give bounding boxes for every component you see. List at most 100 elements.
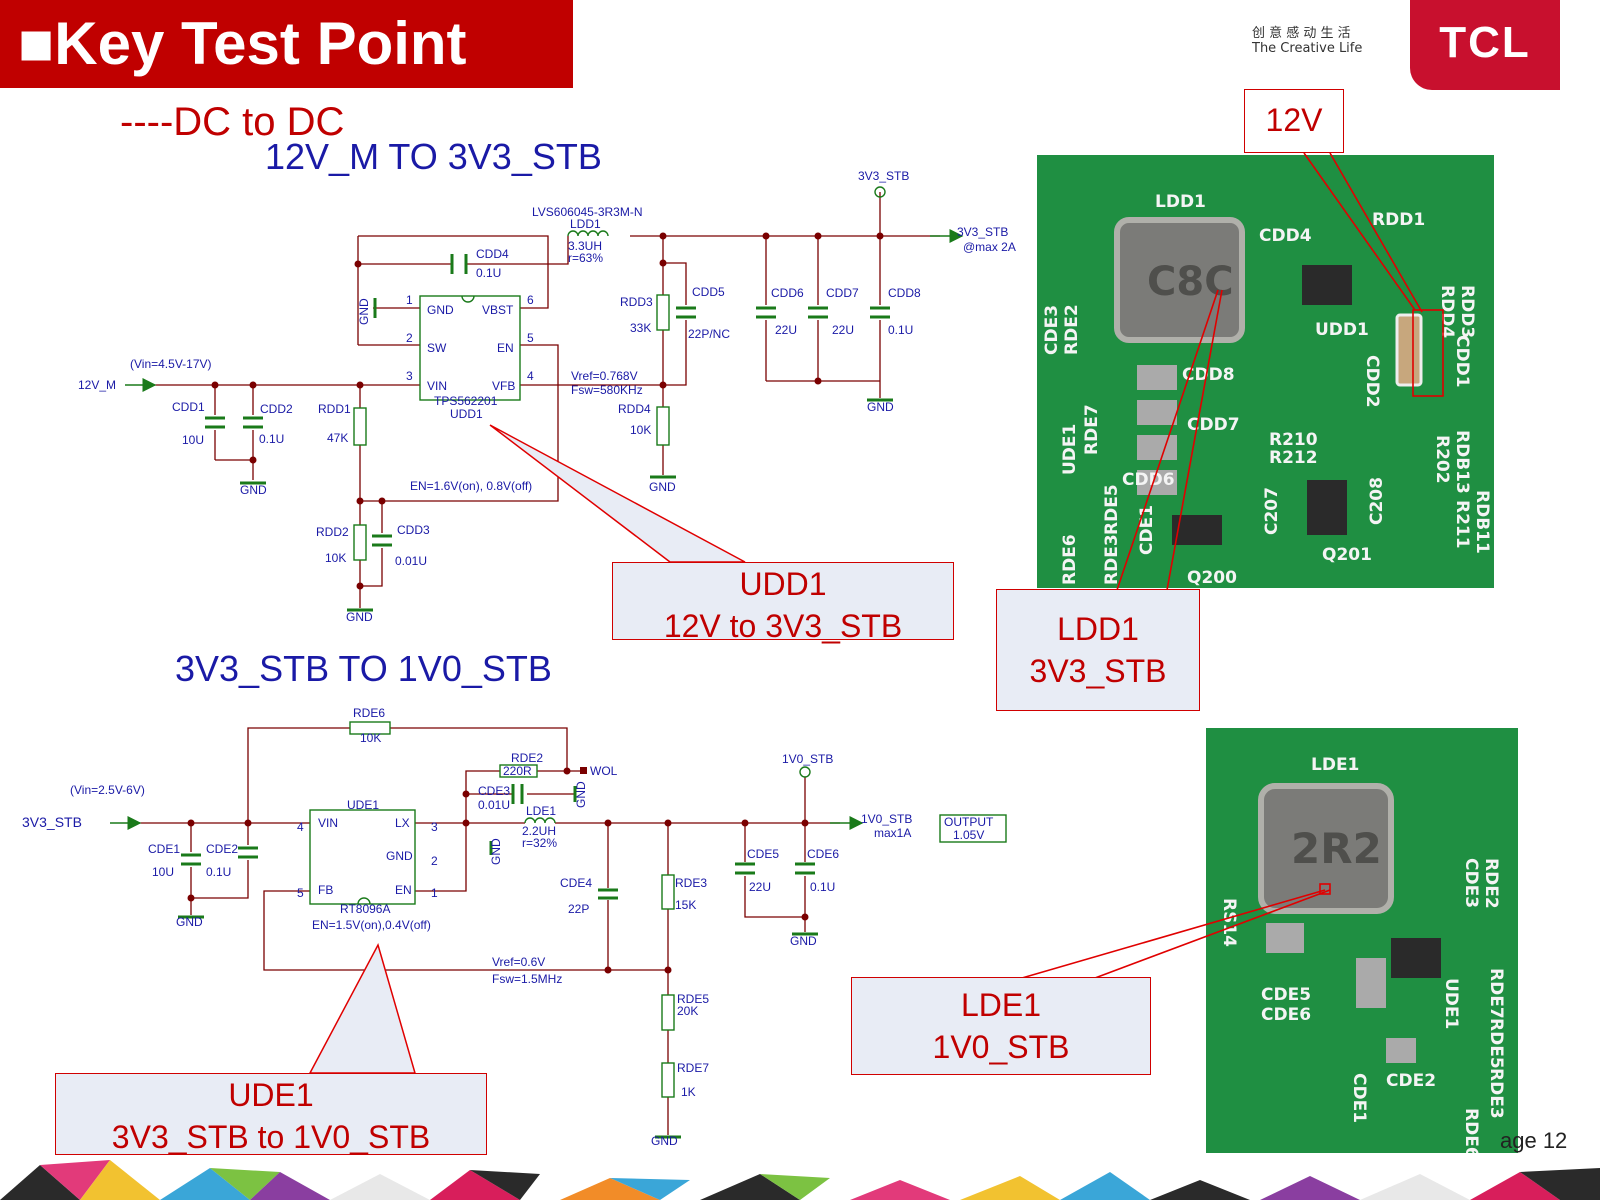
callout-ldd1-line2: 3V3_STB [1029, 653, 1167, 689]
callout-lde1-line1: LDE1 [960, 987, 1042, 1023]
section1-wires [155, 192, 940, 608]
pcb1-label-rde5: RDE5 [1102, 484, 1122, 535]
pcb1-label-q201: Q201 [1322, 545, 1372, 565]
pcb2-label-rde7: RDE7 [1486, 968, 1506, 1019]
pcb2-label-cde3: CDE3 [1461, 858, 1481, 908]
pin-lx2: LX [395, 816, 410, 830]
pcb1-label-cdd8: CDD8 [1182, 365, 1235, 385]
cde4-val: 22P [568, 902, 589, 916]
cdd8-ref: CDD8 [888, 286, 921, 300]
pcb-photo-2-art: 2R2 LDE1 RDE2 CDE3 RS14 CDE5 CDE6 CDE1 C… [1206, 728, 1518, 1153]
pcb1-label-ldd1: LDD1 [1155, 192, 1206, 212]
pin-vbst: VBST [482, 303, 514, 317]
pin4-num: 4 [527, 369, 534, 383]
callout-udd1: UDD1 12V to 3V3_STB [612, 562, 954, 644]
pcb1-label-cdd2: CDD2 [1362, 355, 1382, 408]
gnd1e: GND [357, 298, 371, 325]
rde7-val: 1K [681, 1085, 696, 1099]
pcb2-label-cde1: CDE1 [1349, 1073, 1369, 1123]
footer-pattern [0, 1160, 1600, 1200]
pin6-num: 6 [527, 293, 534, 307]
ic2-part: RT8096A [340, 902, 390, 916]
output-max2: max1A [874, 826, 911, 840]
footer-decoration [0, 1160, 1600, 1200]
ic2-ref: UDE1 [347, 798, 379, 812]
pin-gnd: GND [427, 303, 454, 317]
pin-vin2: VIN [318, 816, 338, 830]
fsw2: Fsw=1.5MHz [492, 972, 562, 986]
tagline-en: The Creative Life [1252, 41, 1363, 56]
gnd1d: GND [867, 400, 894, 414]
pcb1-label-cdd1: CDD1 [1452, 335, 1472, 388]
section2-junctions [187, 767, 809, 974]
pcb1-label-cdd6: CDD6 [1122, 470, 1175, 490]
pcb1-label-rde3: RDE3 [1102, 534, 1122, 585]
rde5-ref: RDE5 [677, 992, 709, 1006]
cde2-val: 0.1U [206, 865, 231, 879]
callout-ude1-line1: UDE1 [228, 1077, 314, 1113]
callout-lde1: LDE1 1V0_STB [851, 977, 1151, 1075]
cdd4-ref: CDD4 [476, 247, 509, 261]
gnd1a: GND [240, 483, 267, 497]
rdd2-ref: RDD2 [316, 525, 349, 539]
cde5-val: 22U [749, 880, 771, 894]
vref1: Vref=0.768V [571, 369, 638, 383]
rde6-val: 10K [360, 731, 381, 745]
pcb-photo-1: C8C LDD1 CDD4 RDD1 RDD3 RDD4 UDD1 CDD2 C… [1037, 155, 1494, 588]
pin-vfb: VFB [492, 379, 515, 393]
pcb1-label-q200: Q200 [1187, 568, 1237, 588]
pin3-num: 3 [406, 369, 413, 383]
tagline: 创 意 感 动 生 活 The Creative Life [1252, 26, 1382, 56]
testpoint1: 3V3_STB [858, 169, 909, 183]
callout-udd1-line2: 12V to 3V3_STB [663, 608, 903, 644]
section1-title: 12V_M TO 3V3_STB [265, 136, 602, 177]
pin-num-5: 5 [297, 886, 304, 900]
section1-junctions [211, 232, 884, 590]
rdd4-ref: RDD4 [618, 402, 651, 416]
title-bar: ■Key Test Point [0, 0, 573, 88]
logo-text: TCL [1439, 18, 1531, 67]
cdd3-val: 0.01U [395, 554, 427, 568]
inductor-val: 3.3UH [568, 239, 602, 253]
pcb1-label-rdb13: RDB13 [1452, 430, 1472, 494]
pcb1-label-udd1: UDD1 [1315, 320, 1369, 340]
rde2-val: 220R [503, 764, 532, 778]
cdd5-ref: CDD5 [692, 285, 725, 299]
gnd2e: GND [574, 781, 588, 808]
gnd1b: GND [346, 610, 373, 624]
ic1-ref: UDD1 [450, 407, 483, 421]
output-net: 3V3_STB [957, 225, 1008, 239]
rdd1-ref: RDD1 [318, 402, 351, 416]
cdd6-ref: CDD6 [771, 286, 804, 300]
pin-vin: VIN [427, 379, 447, 393]
callout-12v-text: 12V [1265, 102, 1323, 138]
section2-wires [140, 727, 840, 1135]
rdd3-ref: RDD3 [620, 295, 653, 309]
en-note2: EN=1.5V(on),0.4V(off) [312, 918, 431, 932]
pcb1-label-rdd3: RDD3 [1457, 285, 1477, 338]
pcb1-label-c208: C208 [1367, 477, 1387, 525]
callout-udd1-line1: UDD1 [739, 566, 827, 602]
cdd8-val: 0.1U [888, 323, 913, 337]
pcb2-label-rde5: RDE5 [1486, 1018, 1506, 1069]
pin2-num: 2 [406, 331, 413, 345]
gnd2c: GND [790, 934, 817, 948]
pcb2-label-cde5: CDE5 [1261, 985, 1311, 1005]
cdd3-ref: CDD3 [397, 523, 430, 537]
inductor-ref: LDD1 [570, 217, 601, 231]
callout-12v: 12V [1244, 89, 1344, 153]
inductor-part: LVS606045-3R3M-N [532, 205, 643, 219]
cdd2-ref: CDD2 [260, 402, 293, 416]
pcb2-label-lde1: LDE1 [1311, 755, 1359, 775]
cdd2-val: 0.1U [259, 432, 284, 446]
pin1-num: 1 [406, 293, 413, 307]
inductor2-ripple: r=32% [522, 836, 557, 850]
pcb1-label-rdb11: RDB11 [1472, 490, 1492, 554]
cdd5-val: 22P/NC [688, 327, 730, 341]
page-title: ■Key Test Point [18, 10, 467, 77]
rde3-val: 15K [675, 898, 696, 912]
vin-range: (Vin=4.5V-17V) [130, 357, 212, 371]
en-note1: EN=1.6V(on), 0.8V(off) [410, 479, 532, 493]
pin-en: EN [497, 341, 514, 355]
